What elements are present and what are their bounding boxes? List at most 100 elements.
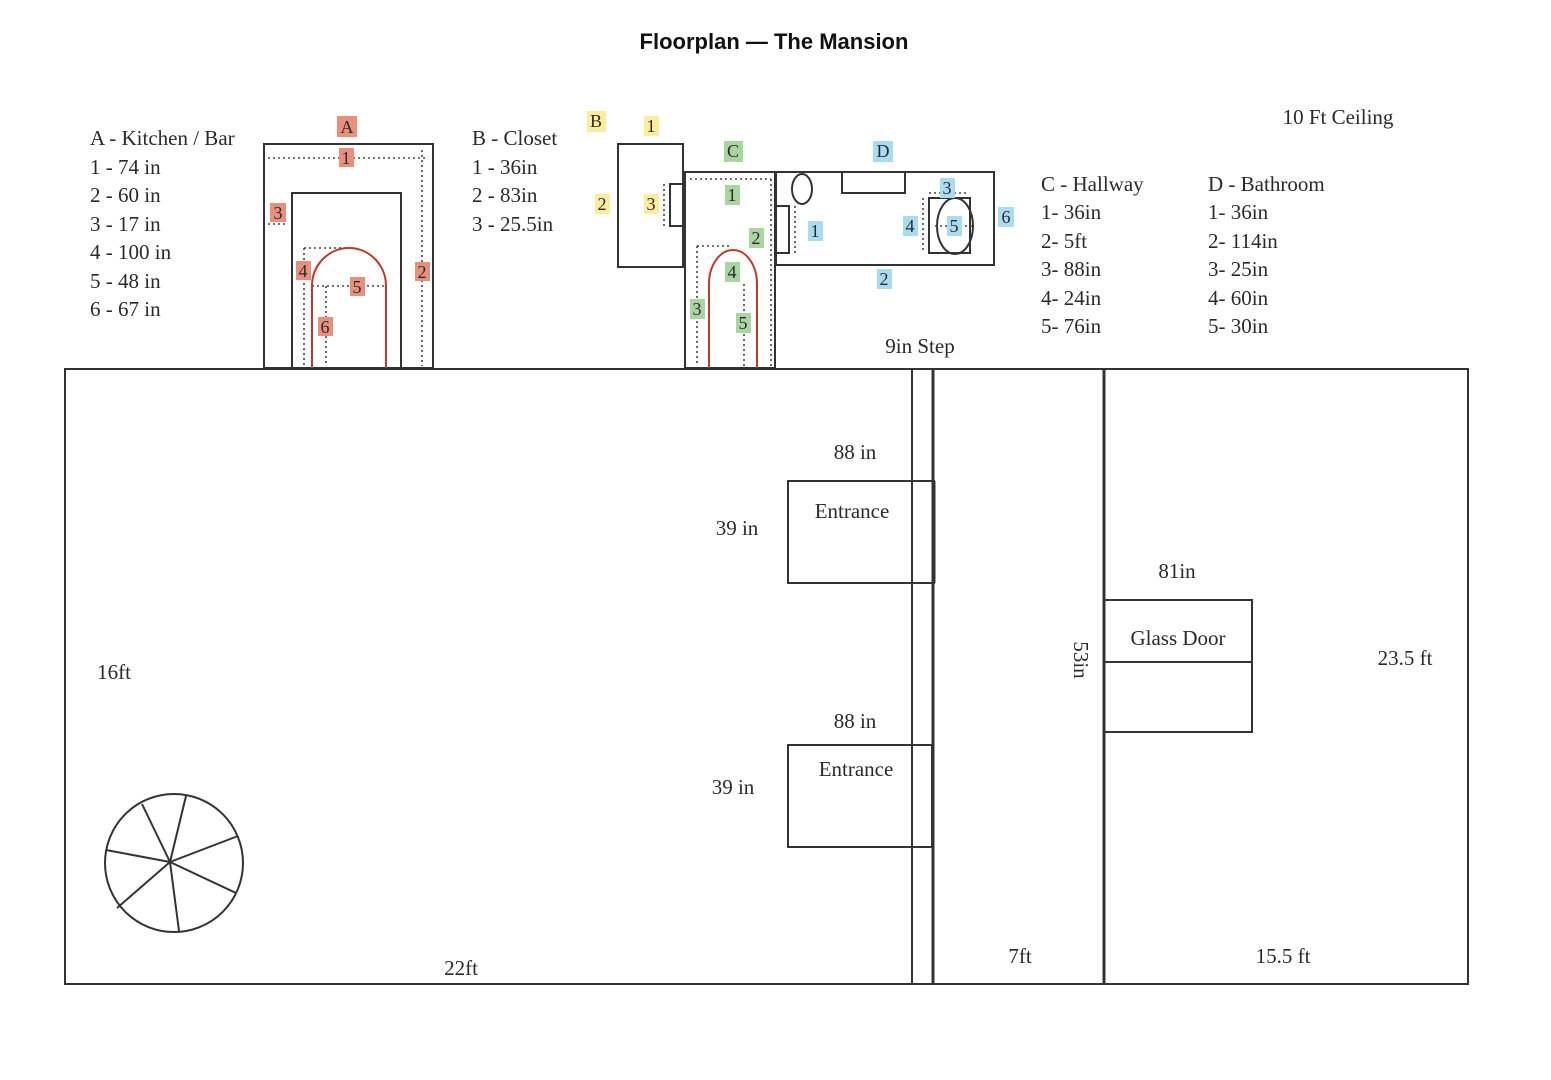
room-d-tags: D 1 2 3 4 5 6 (808, 141, 1014, 289)
glass-door-height-label: 53in (1069, 641, 1093, 679)
legend-b-item: 3 - 25.5in (472, 212, 554, 236)
room-d-mark: 2 (880, 269, 889, 289)
entrance-bottom-label: Entrance (819, 757, 894, 781)
room-d-mark: 6 (1002, 207, 1011, 227)
room-c-mark-tag (736, 313, 751, 333)
room-b-door (669, 183, 684, 227)
room-d-sink (791, 173, 813, 205)
legend-a-item: 2 - 60 in (90, 183, 161, 207)
step-label: 9in Step (885, 334, 954, 358)
main-height-label: 16ft (97, 660, 131, 684)
spiral-staircase (104, 793, 244, 933)
room-b-letter-tag (587, 111, 606, 132)
room-a-mark-tag (350, 277, 365, 296)
room-a-mark: 4 (299, 261, 308, 281)
entrance-top-width: 88 in (834, 440, 877, 464)
room-c-mark-tag (725, 262, 740, 282)
legend-a-item: 5 - 48 in (90, 269, 161, 293)
room-b-mark: 1 (647, 116, 656, 136)
legend-b: B - Closet 1 - 36in 2 - 83in 3 - 25.5in (472, 126, 557, 236)
staircase-tread (116, 861, 171, 909)
diagram-title: Floorplan — The Mansion (640, 29, 909, 54)
legend-a-item: 3 - 17 in (90, 212, 161, 236)
room-a-letter-tag (337, 116, 357, 137)
room-d-mark: 5 (950, 216, 959, 236)
room-d-vanity (841, 171, 906, 194)
room-d-letter-tag (873, 141, 893, 162)
room-a-mark-tag (318, 317, 333, 336)
staircase-tread (141, 803, 171, 863)
room-c-letter: C (727, 141, 739, 161)
legend-d: D - Bathroom 1- 36in 2- 114in 3- 25in 4-… (1208, 172, 1325, 338)
room-c-arch-doorway (708, 249, 758, 368)
room-c-mark-tag (725, 185, 740, 205)
room-a-letter: A (341, 117, 354, 137)
legend-a-item: 4 - 100 in (90, 240, 172, 264)
glass-door-width-label: 81in (1158, 559, 1196, 583)
middle-width-label: 7ft (1008, 944, 1031, 968)
legend-d-item: 5- 30in (1208, 314, 1269, 338)
room-b-mark-tag (644, 194, 659, 214)
staircase-tread (169, 795, 187, 863)
room-b-mark-tag (644, 116, 659, 136)
legend-d-heading: D - Bathroom (1208, 172, 1325, 196)
room-c-tags: C 1 2 3 4 5 (690, 141, 764, 333)
room-b-letter: B (590, 111, 602, 131)
staircase-tread (169, 861, 180, 932)
room-d-mark-tag (998, 207, 1014, 227)
room-d-mark-tag (947, 216, 962, 236)
room-a-mark-tag (296, 261, 311, 280)
room-d-mark: 1 (811, 221, 820, 241)
ceiling-note: 10 Ft Ceiling (1283, 105, 1394, 129)
legend-b-item: 1 - 36in (472, 155, 538, 179)
legend-c-item: 3- 88in (1041, 257, 1102, 281)
main-floor-outline (64, 368, 1469, 985)
room-c-mark-tag (690, 299, 705, 319)
staircase-tread (169, 835, 239, 863)
room-d-mark: 3 (943, 178, 952, 198)
entrance-top-label: Entrance (815, 499, 890, 523)
main-floor (64, 368, 1469, 985)
main-width-label: 22ft (444, 956, 478, 980)
staircase-tread (105, 849, 171, 863)
room-c-mark: 5 (739, 313, 748, 333)
legend-a-heading: A - Kitchen / Bar (90, 126, 235, 150)
entrance-bottom (787, 744, 933, 848)
room-c-mark: 1 (728, 185, 737, 205)
room-d-door (775, 205, 790, 254)
legend-c-item: 5- 76in (1041, 314, 1102, 338)
room-b-mark: 3 (647, 194, 656, 214)
legend-c-heading: C - Hallway (1041, 172, 1144, 196)
room-d-mark: 4 (906, 216, 915, 236)
legend-d-item: 4- 60in (1208, 286, 1269, 310)
entrance-top-depth: 39 in (716, 516, 759, 540)
room-a-bar-counter (291, 192, 402, 368)
room-b-mark-tag (595, 194, 610, 214)
room-a-outline (263, 143, 434, 369)
legend-d-item: 3- 25in (1208, 257, 1269, 281)
room-a-mark: 1 (342, 148, 351, 168)
room-d-letter: D (877, 141, 890, 161)
room-b-tags: B 1 2 3 (587, 111, 659, 214)
room-d-bathroom (775, 171, 995, 266)
room-a-mark-tag (270, 203, 286, 222)
room-c-mark-tag (749, 228, 764, 248)
glass-door-label: Glass Door (1130, 626, 1225, 650)
legend-c-item: 1- 36in (1041, 200, 1102, 224)
room-c-mark: 3 (693, 299, 702, 319)
room-b-mark: 2 (598, 194, 607, 214)
room-d-mark-tag (903, 216, 918, 236)
legend-c-item: 4- 24in (1041, 286, 1102, 310)
room-a-arch-doorway (311, 247, 387, 368)
room-a-mark-tag (339, 148, 354, 167)
entrance-bottom-depth: 39 in (712, 775, 755, 799)
right-width-label: 15.5 ft (1256, 944, 1311, 968)
staircase-tread (169, 861, 237, 894)
legend-a: A - Kitchen / Bar 1 - 74 in 2 - 60 in 3 … (90, 126, 235, 321)
legend-b-item: 2 - 83in (472, 183, 538, 207)
room-b-closet (617, 143, 684, 268)
room-a-mark: 2 (418, 262, 427, 282)
legend-c-item: 2- 5ft (1041, 229, 1087, 253)
legend-d-item: 2- 114in (1208, 229, 1278, 253)
